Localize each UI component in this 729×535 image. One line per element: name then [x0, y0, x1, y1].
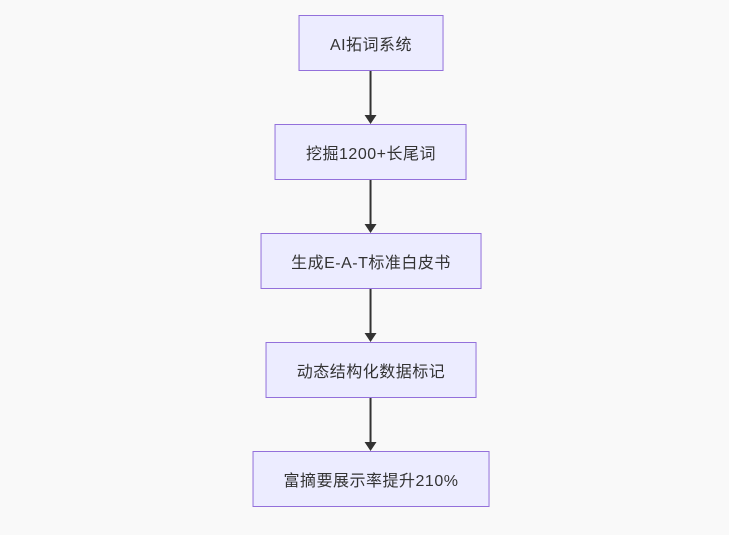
node-label: AI拓词系统: [329, 37, 413, 54]
arrow-line: [370, 180, 372, 224]
arrow-line: [370, 71, 372, 115]
flow-arrow-3: [365, 289, 377, 342]
node-label: 挖掘1200+长尾词: [306, 146, 436, 163]
node-rich-snippet-rate-increase: 富摘要展示率提升210%: [252, 451, 490, 507]
node-longtail-keyword-mining: 挖掘1200+长尾词: [275, 124, 467, 180]
arrow-line: [370, 289, 372, 333]
node-dynamic-structured-data-markup: 动态结构化数据标记: [265, 342, 477, 398]
arrow-line: [370, 398, 372, 442]
flow-arrow-1: [365, 71, 377, 124]
node-label: 生成E-A-T标准白皮书: [291, 255, 451, 272]
arrow-down-icon: [365, 115, 377, 124]
node-eat-whitepaper-generation: 生成E-A-T标准白皮书: [260, 233, 482, 289]
node-ai-word-expansion-system: AI拓词系统: [298, 15, 444, 71]
flow-arrow-4: [365, 398, 377, 451]
arrow-down-icon: [365, 224, 377, 233]
flowchart: AI拓词系统 挖掘1200+长尾词 生成E-A-T标准白皮书 动态结构化数据标记: [252, 15, 490, 507]
node-label: 动态结构化数据标记: [296, 364, 446, 381]
arrow-down-icon: [365, 442, 377, 451]
arrow-down-icon: [365, 333, 377, 342]
node-label: 富摘要展示率提升210%: [283, 473, 459, 490]
flow-arrow-2: [365, 180, 377, 233]
